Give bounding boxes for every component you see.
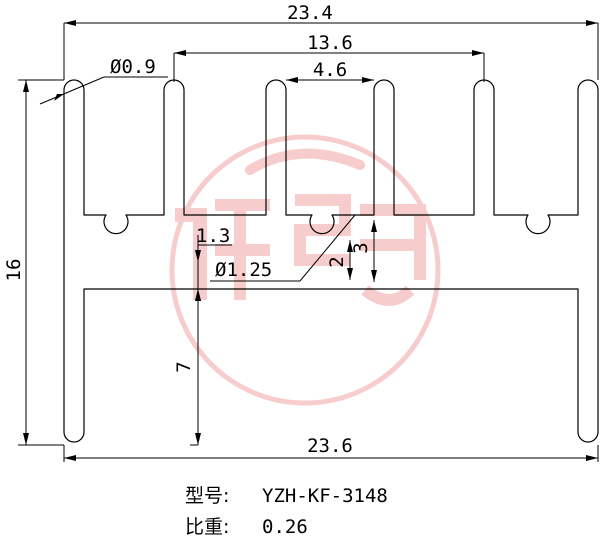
dim-slot-width: 4.6 xyxy=(286,59,374,83)
fin-span-label: 13.6 xyxy=(307,32,353,54)
base-thickness-label: 1.3 xyxy=(196,225,230,247)
model-label: 型号: xyxy=(185,485,229,507)
lower-leg-height-label: 7 xyxy=(173,361,195,372)
weight-value: 0.26 xyxy=(262,516,308,538)
overall-height-label: 16 xyxy=(3,259,25,282)
watermark-logo xyxy=(169,134,441,406)
fin-tip-diameter-label: Ø0.9 xyxy=(110,56,156,78)
dim-overall-height: 16 xyxy=(3,79,64,446)
dim-groove-depth: 2 xyxy=(326,240,353,280)
profile-outline xyxy=(63,79,599,443)
dim-fin-tip-diameter: Ø0.9 xyxy=(39,56,168,105)
dim-overall-bottom-width: 23.6 xyxy=(63,435,599,462)
groove-depth-label: 2 xyxy=(326,256,348,267)
dim-fin-span: 13.6 xyxy=(173,32,485,82)
dim-groove-diameter: Ø1.25 xyxy=(210,214,356,282)
groove-diameter-label: Ø1.25 xyxy=(215,259,272,281)
dim-lower-leg-height: 7 xyxy=(173,289,201,446)
slot-depth-label: 3 xyxy=(350,242,372,253)
dim-slot-depth: 3 xyxy=(350,220,377,282)
slot-width-label: 4.6 xyxy=(313,59,347,81)
overall-top-width-label: 23.4 xyxy=(287,2,333,24)
dim-overall-top-width: 23.4 xyxy=(63,2,599,80)
model-value: YZH-KF-3148 xyxy=(262,485,388,507)
weight-label: 比重: xyxy=(185,516,229,538)
overall-bottom-width-label: 23.6 xyxy=(307,435,353,457)
caption: 型号: YZH-KF-3148 比重: 0.26 xyxy=(185,485,388,538)
